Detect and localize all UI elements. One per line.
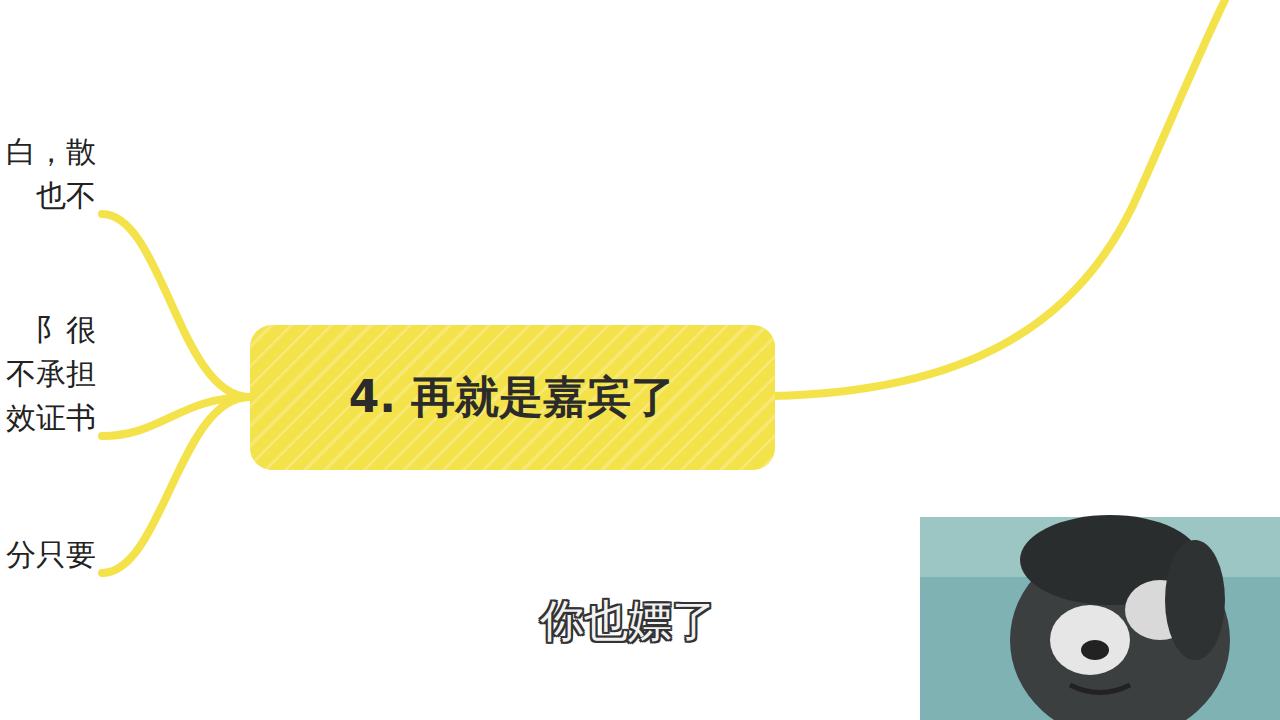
topic-text: 分只要: [6, 533, 96, 577]
branch-topic: 白，散 也不: [6, 130, 96, 218]
topic-text: 4. 再就是嘉宾了: [349, 368, 676, 427]
subtitle: 你也嫖了: [540, 592, 716, 651]
parent-branch: [772, 0, 1225, 396]
branch-line: [102, 214, 250, 397]
topic-box: 4. 再就是嘉宾了: [250, 325, 775, 470]
video-inset: [920, 515, 1280, 720]
topic-text: 白，散 也不: [6, 130, 96, 218]
branch-topic: 分只要: [6, 533, 96, 577]
branch-topic: 阝很 不承担 效证书: [6, 308, 96, 440]
branch-line: [102, 397, 250, 573]
topic-text: 阝很 不承担 效证书: [6, 308, 96, 440]
